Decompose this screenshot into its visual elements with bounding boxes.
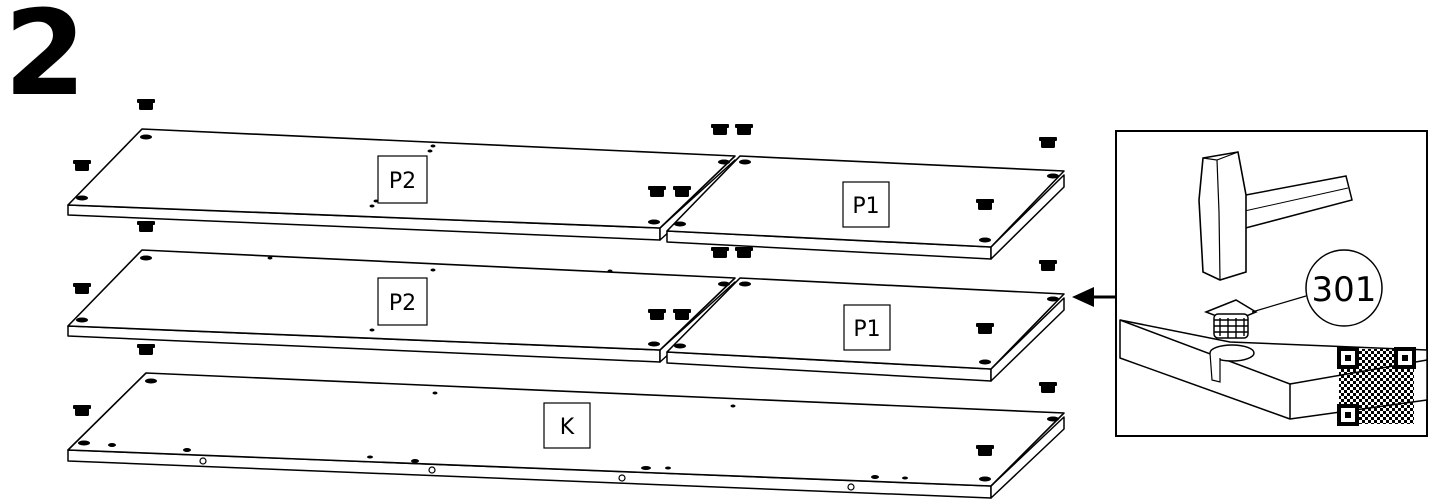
cam-fitting-icon (137, 99, 155, 110)
cam-fitting-icon (648, 309, 666, 320)
cam-fitting-detail-icon (1203, 299, 1258, 339)
panel-label: P2 (389, 169, 416, 194)
middle-left-panel: P2 (67, 249, 736, 363)
arrow-left-icon (1072, 287, 1116, 307)
cam-fitting-icon (1039, 260, 1057, 271)
cam-fitting-icon (73, 283, 91, 294)
middle-right-panel: P1 (666, 277, 1065, 382)
hammer-icon (1198, 151, 1353, 281)
top-left-panel: P2 (67, 128, 736, 241)
panel-label: P1 (853, 317, 880, 342)
top-right-panel: P1 (666, 155, 1065, 260)
cam-fitting-icon (648, 186, 666, 197)
cam-fitting-icon (137, 221, 155, 232)
cam-fitting-icon (673, 186, 691, 197)
detail-inset: 301 (1115, 130, 1428, 437)
cam-fitting-icon (137, 344, 155, 355)
panel-label: P1 (852, 194, 879, 219)
qr-code-icon (1337, 347, 1416, 426)
cam-fitting-icon (735, 247, 753, 258)
step-number: 2 (4, 0, 87, 122)
cam-fitting-icon (73, 405, 91, 416)
cam-fitting-icon (1039, 382, 1057, 393)
cam-fitting-icon (73, 160, 91, 171)
cam-fitting-icon (1039, 137, 1057, 148)
cam-fitting-icon (976, 199, 994, 210)
cam-fitting-icon (711, 247, 729, 258)
cam-fitting-icon (711, 124, 729, 135)
panel-label: K (560, 415, 575, 440)
panel-label: P2 (389, 291, 416, 316)
cam-fitting-icon (976, 323, 994, 334)
cam-fitting-icon (673, 309, 691, 320)
cam-fitting-icon (976, 445, 994, 456)
bottom-panel: K (67, 372, 1065, 499)
cam-fitting-icon (735, 124, 753, 135)
part-number: 301 (1312, 270, 1377, 310)
